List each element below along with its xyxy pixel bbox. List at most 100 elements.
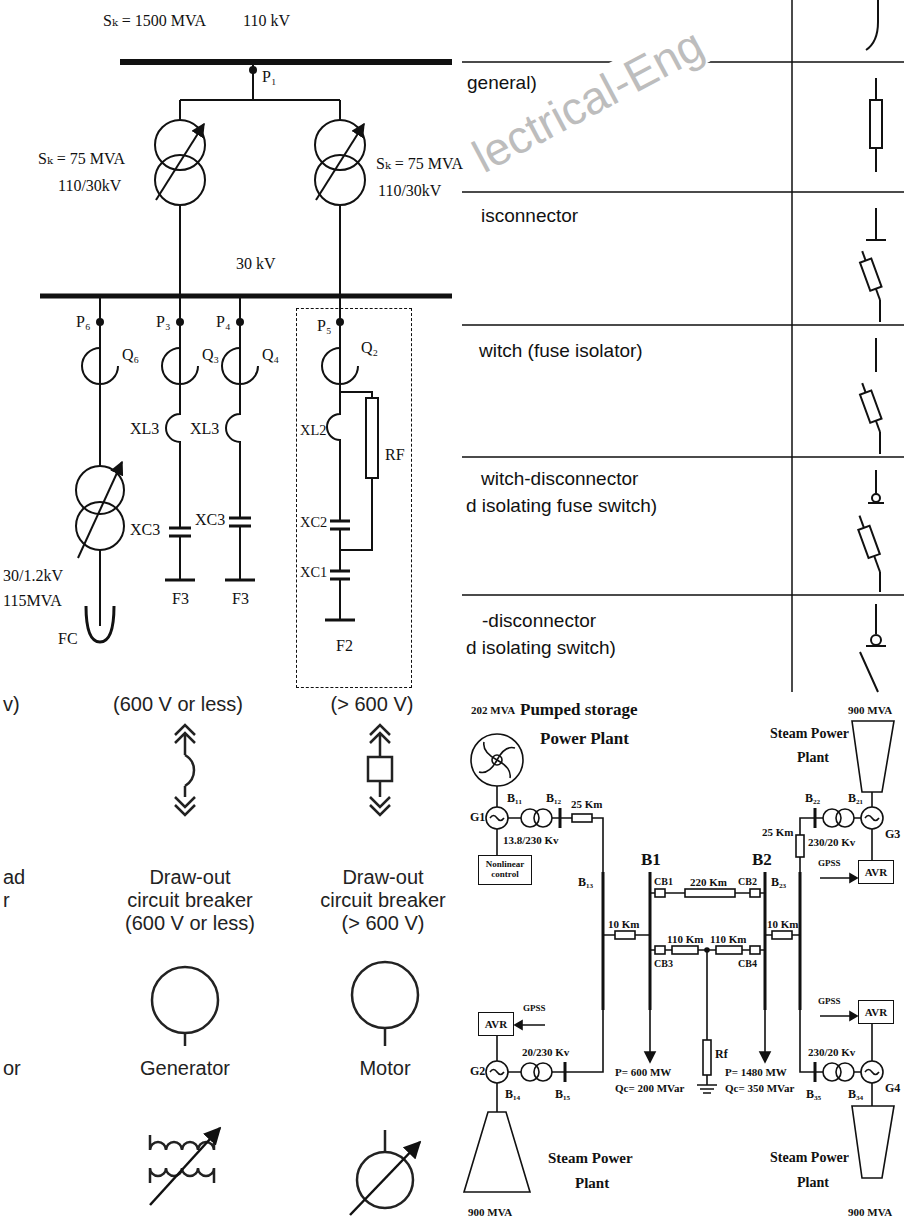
fuse-symbol <box>870 100 882 148</box>
component-label: 30/1.2kV <box>3 567 63 585</box>
network-label: GPSS <box>523 1003 546 1013</box>
symbol-caption: or <box>3 1057 21 1080</box>
network-label: CB4 <box>738 958 757 970</box>
node-text: AVR <box>485 1018 507 1030</box>
avr-box: AVR <box>858 1000 894 1024</box>
symbol-caption: (> 600 V) <box>331 693 414 716</box>
component-label: Q₃ <box>202 346 219 364</box>
network-label: B₂₃ <box>771 876 786 890</box>
avr-box: AVR <box>858 860 894 884</box>
network-label: G1 <box>470 811 485 825</box>
network-label: B₁₁ <box>507 792 522 806</box>
network-label: Qc= 350 MVar <box>725 1082 794 1095</box>
signal-arrow <box>515 1021 522 1029</box>
network-label: G4 <box>885 1082 900 1096</box>
network-label: B₃₄ <box>848 1088 863 1102</box>
component-label: P₃ <box>156 313 170 331</box>
network-label: B₃₅ <box>806 1088 821 1102</box>
turbine-symbol <box>464 1112 530 1192</box>
breaker-symbol <box>82 348 118 384</box>
fuse-disconnector-symbol <box>860 258 882 290</box>
watermark: lectrical-Eng <box>465 21 710 180</box>
busbar <box>120 59 452 65</box>
busbar <box>603 872 800 1010</box>
line-impedance <box>685 889 735 897</box>
network-label: 220 Km <box>690 876 727 889</box>
switch-disconnector-symbol <box>860 604 886 692</box>
measuring-point <box>250 67 256 73</box>
filter-bar <box>225 579 255 582</box>
switch-disconnector-fuse-symbol <box>854 514 886 574</box>
component-label: P₁ <box>262 68 276 86</box>
switch-symbol <box>866 0 878 50</box>
table-cell: d isolating fuse switch) <box>466 495 657 517</box>
network-label: 110 Km <box>667 933 703 946</box>
network-label: 230/20 Kv <box>808 836 855 849</box>
fault-wire <box>697 950 717 1093</box>
drawout-breaker-symbol <box>175 725 195 815</box>
network-label: 230/20 Kv <box>808 1046 855 1059</box>
generator-symbol <box>865 1070 879 1075</box>
table-cell: general) <box>467 72 537 94</box>
table-cell: d isolating switch) <box>466 637 616 659</box>
node-text: XL2 <box>300 422 326 439</box>
signal-arrow <box>850 1012 857 1020</box>
circuit-breaker <box>655 889 665 897</box>
component-label: XC3 <box>130 521 160 539</box>
tap-arrow <box>350 1142 420 1215</box>
fault-resistor <box>703 1040 711 1075</box>
network-label: 13.8/230 Kv <box>503 834 559 847</box>
feeder-wire <box>226 296 240 580</box>
drawout-breaker-symbol <box>368 757 392 781</box>
network-label: Steam Power <box>770 1150 849 1166</box>
load-arrow <box>650 1010 765 1056</box>
tap-arrow <box>316 124 364 200</box>
line-impedance <box>716 946 742 954</box>
table-rule <box>462 0 904 692</box>
network-label: Plant <box>797 750 829 766</box>
node-text: F2 <box>336 637 353 655</box>
symbol-sheet <box>150 725 420 1215</box>
component-label: 115MVA <box>3 592 62 610</box>
turbine-symbol <box>852 1106 894 1178</box>
generator-symbol <box>861 807 883 829</box>
busbar <box>814 1062 817 1082</box>
generator-symbol <box>490 1070 504 1075</box>
network-label: 10 Km <box>767 918 798 931</box>
breaker-symbol <box>222 348 258 384</box>
substation-diagram <box>40 62 452 642</box>
component-label: F3 <box>172 590 189 608</box>
fuse-disconnector-symbol <box>857 249 886 302</box>
node-text: AVR <box>865 866 887 878</box>
avr-box: AVR <box>478 1012 514 1036</box>
circuit-breaker <box>750 889 760 897</box>
network-label: B₁₄ <box>505 1088 520 1102</box>
motor-symbol <box>352 962 418 1028</box>
variable-source-symbol <box>384 1130 387 1152</box>
network-label: 900 MVA <box>468 1206 512 1219</box>
symbol-caption: r <box>3 889 10 912</box>
generator-symbol <box>486 807 508 829</box>
symbol-caption: v) <box>3 693 20 716</box>
network-label: CB3 <box>654 958 673 970</box>
feeder-wire <box>99 296 101 606</box>
node-text: Nonlinear control <box>484 860 526 880</box>
table-cell: witch-disconnector <box>481 468 638 490</box>
network-label: GPSS <box>818 858 841 868</box>
table-cell: witch (fuse isolator) <box>479 340 643 362</box>
fuse-switch-symbol <box>857 381 886 434</box>
network-label: B2 <box>752 850 772 870</box>
network-label: P= 600 MW <box>615 1066 671 1079</box>
component-label: 110/30kV <box>378 182 441 200</box>
signal-arrow <box>850 874 857 882</box>
generator-symbol <box>152 967 218 1033</box>
fuse-switch-symbol <box>876 338 880 454</box>
symbol-caption: Draw-out circuit breaker (> 600 V) <box>316 866 450 935</box>
line-impedance <box>572 814 592 822</box>
busbar <box>40 294 452 299</box>
circuit-breaker <box>750 946 760 954</box>
load-arrow <box>760 1052 770 1062</box>
busbar <box>564 1062 567 1082</box>
drawout-breaker-symbol <box>370 725 390 815</box>
